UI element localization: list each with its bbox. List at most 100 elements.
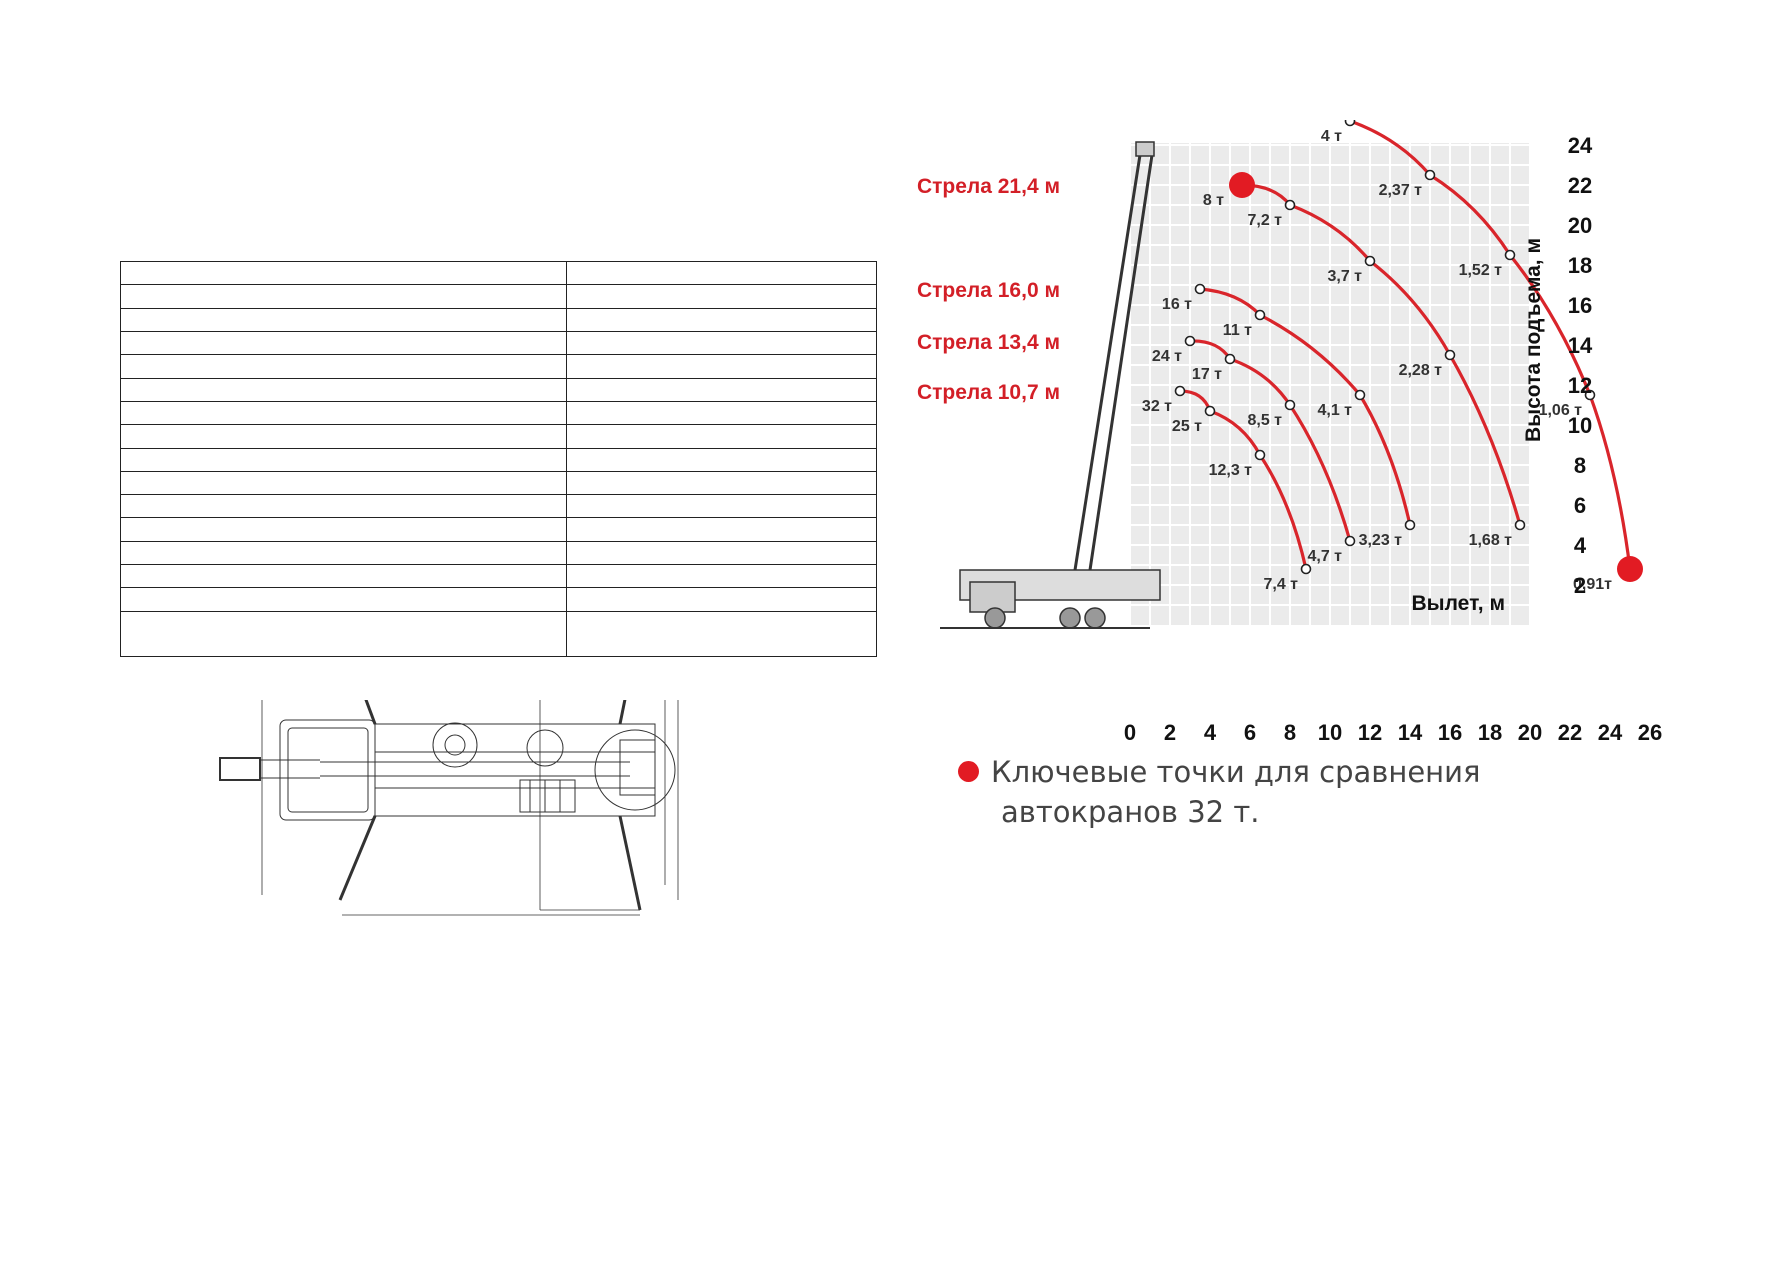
series-line	[1178, 389, 1308, 571]
table-row	[120, 284, 877, 309]
table-row	[120, 400, 877, 426]
data-label: 1,52 т	[1459, 262, 1503, 279]
table-cell	[120, 517, 567, 542]
table-cell	[120, 587, 567, 612]
data-point	[1364, 255, 1376, 267]
table-cell	[120, 400, 567, 426]
x-tick-label: 10	[1318, 720, 1342, 740]
y-tick-label: 6	[1574, 493, 1586, 518]
data-point	[1344, 120, 1356, 127]
data-label: 11 т	[1223, 322, 1252, 339]
table-row	[120, 587, 877, 612]
y-tick-label: 12	[1568, 373, 1592, 398]
table-row	[120, 260, 877, 286]
data-label: 25 т	[1172, 418, 1202, 435]
data-point	[1284, 199, 1296, 211]
y-tick-label: 2	[1574, 573, 1586, 598]
data-label: 12,3 т	[1209, 462, 1253, 479]
data-label: 0,91т	[1573, 576, 1612, 593]
data-label: 4,7 т	[1307, 548, 1342, 565]
table-row	[120, 307, 877, 332]
table-cell	[566, 587, 877, 612]
table-cell	[566, 564, 877, 589]
table-cell	[566, 610, 877, 658]
x-tick-label: 18	[1478, 720, 1502, 740]
boom-label: Стрела 13,4 м	[917, 331, 1060, 354]
x-tick-label: 12	[1358, 720, 1382, 740]
data-label: 4,1 т	[1317, 402, 1352, 419]
table-cell	[566, 494, 877, 519]
gridlines	[1129, 143, 1531, 625]
x-tick-label: 16	[1438, 720, 1462, 740]
x-tick-label: 20	[1518, 720, 1542, 740]
table-cell	[120, 330, 567, 356]
table-cell	[120, 354, 567, 379]
table-row	[120, 424, 877, 449]
y-tick-label: 20	[1568, 213, 1592, 238]
key-point-marker	[958, 760, 979, 782]
table-row	[120, 494, 877, 519]
data-point	[1354, 389, 1366, 401]
series-line	[1188, 339, 1352, 543]
data-point	[1444, 349, 1456, 361]
y-tick-label: 16	[1568, 293, 1592, 318]
legend-line-1: Ключевые точки для сравнения	[991, 755, 1481, 789]
x-tick-label: 4	[1204, 720, 1217, 740]
x-tick-label: 24	[1598, 720, 1623, 740]
table-cell	[566, 260, 877, 286]
crane-plan-drawing	[219, 700, 679, 916]
spec-table	[120, 260, 877, 658]
table-row	[120, 447, 877, 472]
data-point	[1300, 563, 1312, 575]
data-label: 4 т	[1321, 128, 1342, 145]
data-point	[1254, 449, 1266, 461]
y-tick-label: 4	[1574, 533, 1587, 558]
x-tick-label: 6	[1244, 720, 1256, 740]
data-point	[1184, 335, 1196, 347]
table-row	[120, 540, 877, 566]
table-row	[120, 610, 877, 658]
y-tick-label: 8	[1574, 453, 1586, 478]
boom-label: Стрела 10,7 м	[917, 381, 1060, 404]
crane-side-view	[940, 141, 1161, 629]
x-tick-label: 22	[1558, 720, 1582, 740]
data-point	[1514, 519, 1526, 531]
x-tick-label: 0	[1124, 720, 1136, 740]
table-row	[120, 564, 877, 589]
table-cell	[120, 307, 567, 332]
table-row	[120, 517, 877, 542]
table-cell	[566, 284, 877, 309]
table-cell	[120, 564, 567, 589]
table-row	[120, 470, 877, 496]
table-cell	[566, 517, 877, 542]
data-label: 1,68 т	[1469, 532, 1513, 549]
table-row	[120, 354, 877, 379]
table-cell	[120, 540, 567, 566]
table-cell	[566, 307, 877, 332]
data-label: 7,2 т	[1247, 212, 1282, 229]
data-point	[1224, 353, 1236, 365]
data-label: 3,23 т	[1359, 532, 1403, 549]
data-point	[1254, 309, 1266, 321]
data-point	[1344, 535, 1356, 547]
table-cell	[566, 354, 877, 379]
data-point	[1284, 399, 1296, 411]
data-point	[1194, 283, 1206, 295]
table-cell	[120, 284, 567, 309]
data-point	[1204, 405, 1216, 417]
y-tick-label: 18	[1568, 253, 1592, 278]
data-label: 2,37 т	[1379, 182, 1423, 199]
table-cell	[120, 470, 567, 496]
table-cell	[566, 424, 877, 449]
x-tick-label: 26	[1638, 720, 1662, 740]
y-tick-label: 24	[1568, 133, 1593, 158]
table-cell	[566, 447, 877, 472]
table-cell	[120, 494, 567, 519]
table-cell	[120, 260, 567, 286]
table-cell	[566, 400, 877, 426]
table-cell	[566, 470, 877, 496]
table-cell	[120, 377, 567, 402]
data-label: 7,4 т	[1263, 576, 1298, 593]
